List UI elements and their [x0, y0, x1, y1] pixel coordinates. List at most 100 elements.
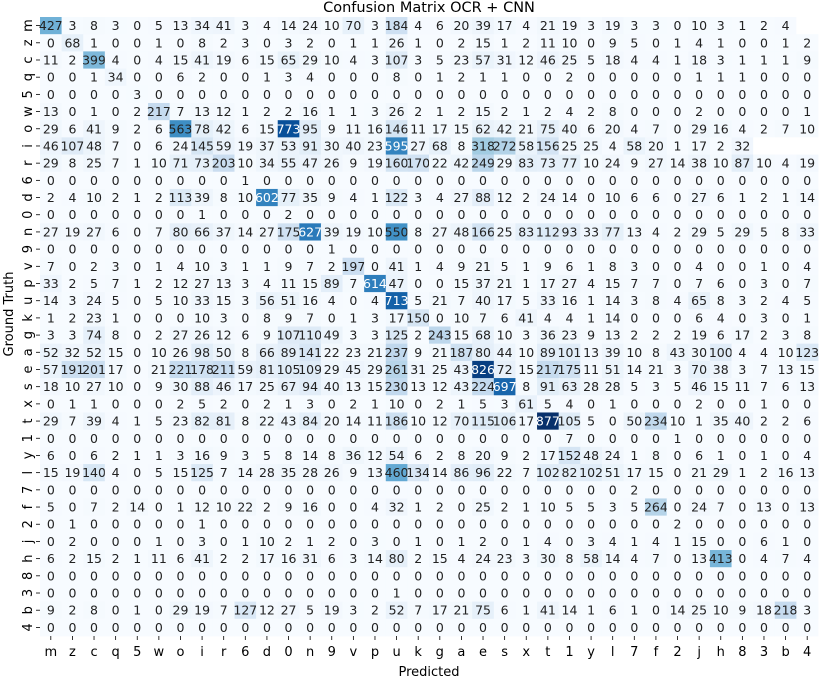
- cell-value-label: 6: [436, 18, 444, 33]
- heatmap-cell: [364, 446, 387, 465]
- heatmap-cell: [61, 343, 84, 362]
- cell-value-label: 0: [803, 568, 811, 583]
- cell-value-label: 0: [674, 18, 682, 33]
- cell-value-label: 0: [501, 586, 509, 601]
- cell-value-label: 0: [609, 173, 617, 188]
- cell-value-label: 10: [389, 396, 405, 411]
- cell-value-label: 19: [216, 52, 232, 67]
- cell-value-label: 0: [630, 586, 638, 601]
- heatmap-cell: [623, 154, 646, 173]
- heatmap-cell: [580, 240, 603, 259]
- heatmap-cell: [580, 309, 603, 327]
- cell-value-label: 48: [86, 138, 102, 153]
- cell-value-label: 22: [259, 414, 275, 429]
- heatmap-cell: [299, 550, 322, 568]
- cell-value-label: 3: [220, 310, 228, 325]
- cell-value-label: 2: [176, 396, 184, 411]
- heatmap-cell: [169, 188, 192, 207]
- cell-value-label: 0: [695, 242, 703, 257]
- heatmap-cell: [537, 292, 560, 310]
- heatmap-cell: [537, 257, 560, 276]
- heatmap-cell: [472, 567, 495, 585]
- cell-value-label: 0: [587, 431, 595, 446]
- heatmap-cell: [169, 618, 192, 637]
- heatmap-cell: [407, 326, 430, 345]
- cell-value-label: 4: [782, 18, 790, 33]
- heatmap-cell: [256, 429, 279, 448]
- cell-value-label: 31: [497, 52, 513, 67]
- heatmap-cell: [774, 34, 797, 52]
- cell-value-label: 0: [176, 482, 184, 497]
- cell-value-label: 0: [306, 87, 314, 102]
- cell-value-label: 0: [112, 603, 120, 618]
- cell-value-label: 0: [133, 379, 141, 394]
- cell-value-label: 25: [497, 224, 513, 239]
- cell-value-label: 3: [760, 276, 768, 291]
- heatmap-cell: [40, 206, 63, 224]
- cell-value-label: 0: [176, 534, 184, 549]
- cell-value-label: 211: [212, 362, 236, 377]
- cell-value-label: 0: [803, 482, 811, 497]
- heatmap-cell: [148, 412, 171, 431]
- cell-value-label: 8: [90, 18, 98, 33]
- cell-value-label: 0: [241, 431, 249, 446]
- heatmap-cell: [796, 464, 819, 482]
- cell-value-label: 6: [414, 448, 422, 463]
- cell-value-label: 0: [306, 242, 314, 257]
- cell-value-label: 71: [173, 156, 189, 171]
- heatmap-cell: [580, 498, 603, 517]
- heatmap-cell: [104, 567, 127, 585]
- heatmap-cell: [774, 326, 797, 345]
- cell-value-label: 14: [670, 603, 686, 618]
- cell-value-label: 63: [562, 379, 578, 394]
- heatmap-cell: [83, 429, 106, 448]
- cell-value-label: 2: [522, 190, 530, 205]
- heatmap-cell: [753, 498, 776, 517]
- cell-value-label: 70: [691, 362, 707, 377]
- cell-value-label: 0: [263, 87, 271, 102]
- heatmap-cell: [537, 68, 560, 87]
- x-axis-label: Predicted: [398, 665, 459, 679]
- cell-value-label: 0: [738, 259, 746, 274]
- cell-value-label: 1: [609, 396, 617, 411]
- heatmap-cell: [320, 446, 343, 465]
- cell-value-label: 0: [674, 190, 682, 205]
- cell-value-label: 0: [803, 431, 811, 446]
- heatmap-cell: [472, 188, 495, 207]
- heatmap-cell: [61, 532, 84, 551]
- cell-value-label: 6: [241, 52, 249, 67]
- cell-value-label: 22: [237, 500, 253, 515]
- cell-value-label: 0: [544, 207, 552, 222]
- heatmap-cell: [666, 257, 689, 276]
- heatmap-cell: [148, 498, 171, 517]
- cell-value-label: 26: [324, 156, 340, 171]
- heatmap-cell: [148, 17, 171, 35]
- heatmap-cell: [731, 240, 754, 259]
- cell-value-label: 1: [674, 431, 682, 446]
- heatmap-cell: [385, 154, 408, 173]
- cell-value-label: 0: [328, 35, 336, 50]
- heatmap-cell: [515, 85, 538, 104]
- cell-value-label: 5: [630, 500, 638, 515]
- cell-value-label: 0: [371, 242, 379, 257]
- heatmap-cell: [148, 309, 171, 327]
- heatmap-cell: [774, 515, 797, 534]
- heatmap-cell: [234, 343, 257, 362]
- heatmap-cell: [83, 206, 106, 224]
- cell-value-label: 19: [691, 328, 707, 343]
- cell-value-label: 0: [68, 500, 76, 515]
- cell-value-label: 2: [68, 52, 76, 67]
- heatmap-cell: [148, 240, 171, 259]
- heatmap-cell: [385, 412, 408, 431]
- cell-value-label: 1: [782, 35, 790, 50]
- heatmap-cell: [212, 51, 235, 69]
- cell-value-label: 7: [803, 276, 811, 291]
- cell-value-label: 0: [220, 586, 228, 601]
- heatmap-cell: [364, 223, 387, 241]
- cell-value-label: 184: [385, 18, 409, 33]
- heatmap-cell: [148, 102, 171, 121]
- cell-value-label: 2: [457, 35, 465, 50]
- heatmap-cell: [299, 154, 322, 173]
- heatmap-cell: [299, 395, 322, 413]
- heatmap-cell: [731, 68, 754, 87]
